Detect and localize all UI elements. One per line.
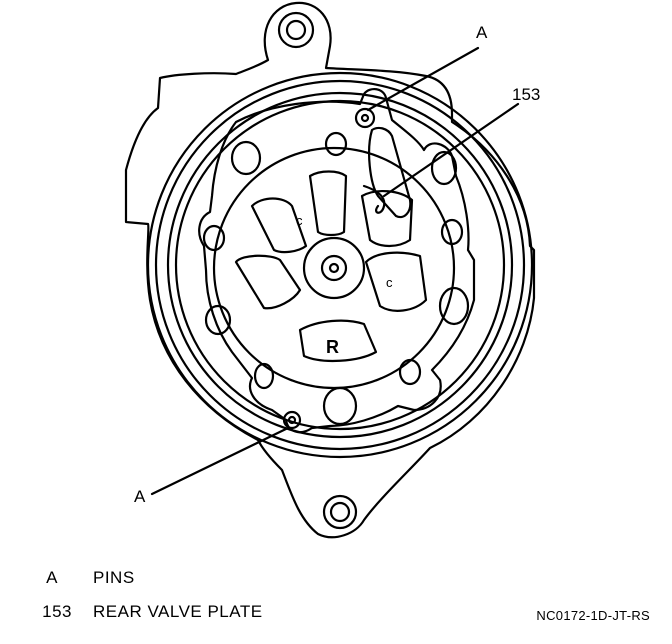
- pin-top-center: [360, 113, 370, 123]
- center-hub-outer: [302, 236, 366, 300]
- reed-petal-bottom: [298, 319, 378, 363]
- port-mark-left: c: [386, 275, 393, 290]
- bolt-hole-bottom-left: [253, 362, 275, 390]
- bolt-hole-left: [202, 224, 226, 252]
- housing-ring-outer: [146, 71, 534, 459]
- bolt-hole-right-lower: [438, 286, 470, 326]
- legend-row-rear-valve-plate: 153 REAR VALVE PLATE: [0, 602, 420, 626]
- callout-line-top-pin: [366, 46, 480, 112]
- pin-bottom: [282, 410, 302, 430]
- reed-petal-right: [364, 251, 428, 312]
- reed-petal-left: [234, 254, 302, 310]
- rear-valve-plate: [198, 88, 476, 434]
- callout-label-valve-plate: 153: [512, 85, 541, 104]
- compressor-housing-outline: [124, 1, 536, 539]
- rear-stamp-mark: R: [326, 337, 339, 357]
- bolt-hole-top: [324, 131, 348, 157]
- valve-plate-spring: [362, 184, 386, 214]
- reed-petal-top: [308, 170, 348, 237]
- housing-ring-second: [154, 79, 526, 451]
- port-mark-right: c: [296, 213, 303, 228]
- pin-top: [354, 107, 376, 129]
- reed-petal-upper-right: [360, 190, 414, 248]
- center-hub-bore: [320, 254, 348, 282]
- bolt-hole-left-lower: [204, 304, 232, 336]
- legend-row-pins: A PINS: [0, 568, 420, 592]
- bolt-hole-bottom: [322, 386, 358, 426]
- top-mount-bore-outer: [277, 11, 315, 49]
- top-mount-bore-inner: [285, 19, 307, 41]
- legend-key: A: [46, 568, 58, 587]
- pin-bottom-center: [287, 415, 297, 425]
- callout-line-bottom-pin: [150, 426, 290, 496]
- reed-petal-upper-left: [250, 197, 308, 254]
- callout-label-bottom-pin: A: [134, 487, 146, 506]
- valve-plate-slot: [368, 126, 412, 219]
- figure-code: NC0172-1D-JT-RS: [536, 608, 650, 623]
- legend-text: REAR VALVE PLATE: [93, 602, 263, 621]
- center-recess: [212, 146, 456, 390]
- bolt-hole-right-upper: [430, 150, 458, 186]
- bolt-hole-bottom-right: [398, 358, 422, 386]
- legend-text: PINS: [93, 568, 135, 587]
- bottom-mount-bore-outer: [322, 494, 358, 530]
- bolt-hole-upper-left: [230, 140, 262, 176]
- center-hub-pin: [328, 262, 340, 274]
- callout-line-valve-plate: [382, 102, 520, 198]
- housing-ring-third: [166, 91, 514, 439]
- bottom-mount-bore-inner: [329, 501, 351, 523]
- bolt-hole-right: [440, 218, 464, 246]
- legend-key: 153: [42, 602, 72, 621]
- callout-label-top-pin: A: [476, 23, 488, 42]
